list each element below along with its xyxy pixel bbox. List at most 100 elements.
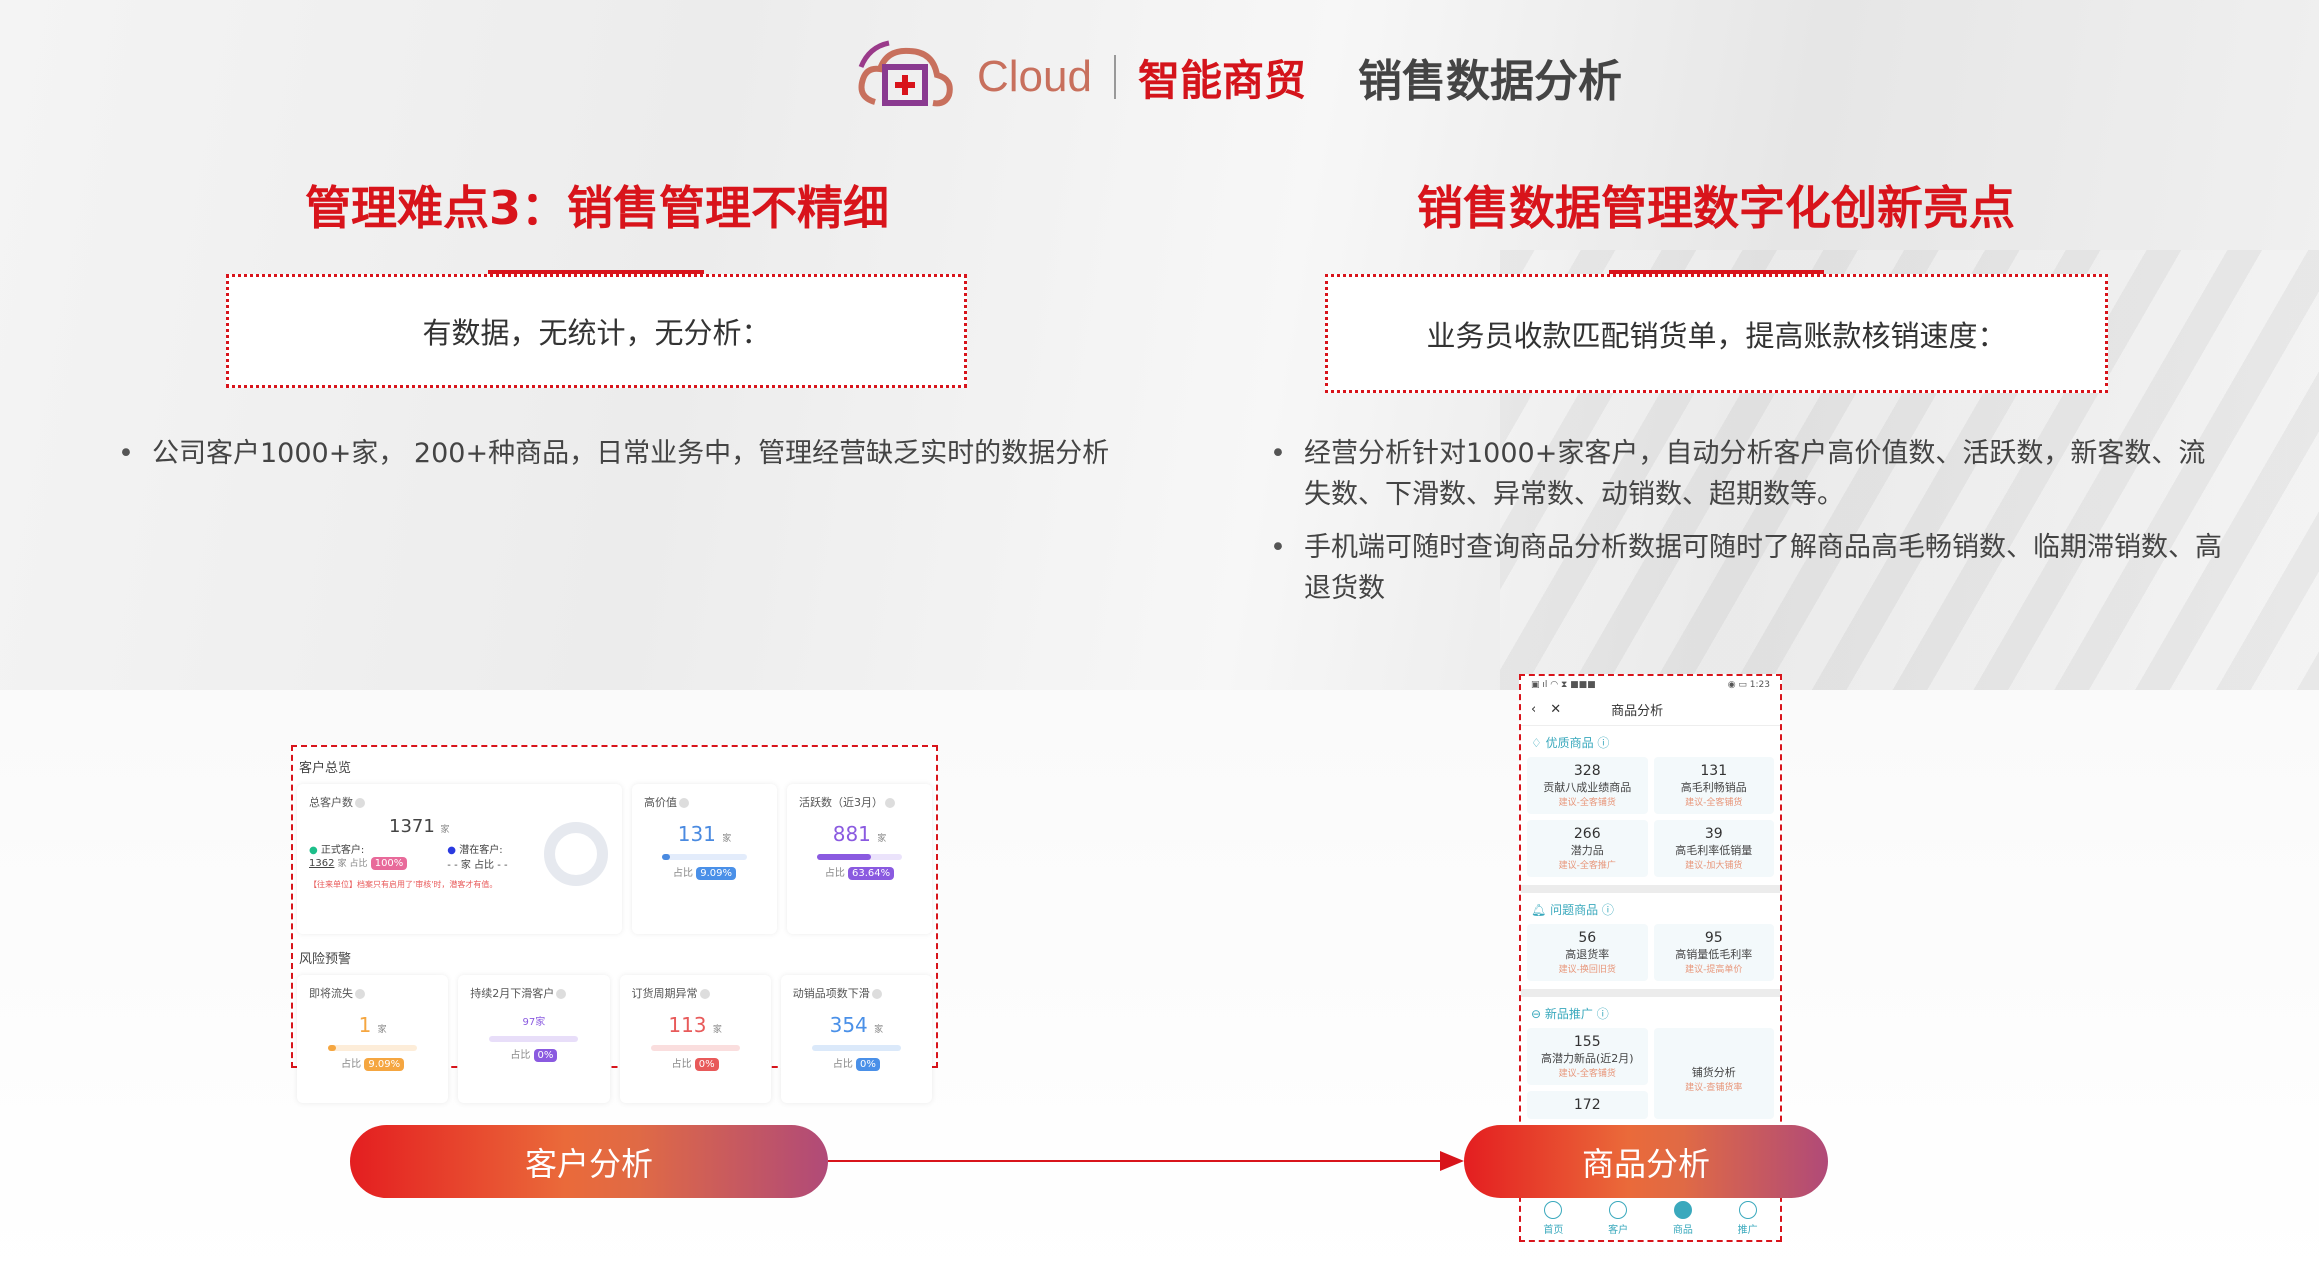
- help-icon[interactable]: ⓘ: [1597, 736, 1610, 750]
- left-box: 有数据，无统计，无分析：: [226, 274, 967, 388]
- metric-value: 131: [1700, 763, 1728, 779]
- card-value: 113: [668, 1013, 707, 1037]
- card-label: 即将流失: [309, 987, 353, 1000]
- card-value: 97家: [522, 1017, 546, 1028]
- progress-bar: [650, 1045, 740, 1051]
- status-bar: ▣ ıl ◠ ⧗ ■■■◉ ▭ 1:23: [1521, 676, 1780, 694]
- metric-tip: 建议-全客推广: [1558, 861, 1616, 871]
- formal-pct: 100%: [370, 857, 408, 870]
- card-value: 1: [358, 1013, 372, 1037]
- help-icon[interactable]: ⓘ: [1596, 1007, 1609, 1021]
- share-icon: [1738, 1201, 1757, 1219]
- ratio-pill: 63.64%: [848, 867, 895, 880]
- customer-analysis-button[interactable]: 客户分析: [350, 1125, 828, 1198]
- help-icon[interactable]: [355, 797, 365, 808]
- left-bullets: 公司客户1000+家， 200+种商品，日常业务中，管理经营缺乏实时的数据分析: [118, 433, 1118, 486]
- back-icon[interactable]: ‹: [1531, 702, 1537, 717]
- metric-value: 266: [1573, 826, 1601, 842]
- card-label: 总客户数: [309, 796, 353, 809]
- progress-bar: [811, 1045, 901, 1051]
- unit: 家: [722, 834, 732, 844]
- close-icon[interactable]: ✕: [1550, 702, 1562, 717]
- arrow-head-icon: [1440, 1151, 1464, 1171]
- right-bullets: 经营分析针对1000+家客户，自动分析客户高价值数、活跃数，新客数、流失数、下滑…: [1270, 433, 2230, 621]
- help-icon[interactable]: [699, 988, 710, 999]
- metric-tip: 建议-查铺货率: [1685, 1083, 1743, 1093]
- metric-tile[interactable]: 131 高毛利畅销品建议-全客铺货: [1653, 757, 1774, 814]
- progress-bar: [662, 854, 747, 860]
- ratio-label: 占比: [671, 1059, 692, 1070]
- metric-tip: 建议-全客铺货: [1685, 798, 1743, 808]
- tab-promote[interactable]: 推广: [1738, 1201, 1758, 1236]
- header: Cloud 智能商贸 销售数据分析: [855, 32, 1622, 122]
- unit: 家: [377, 1025, 387, 1035]
- box-icon: [1673, 1201, 1692, 1219]
- tab-label: 客户: [1608, 1225, 1629, 1236]
- metric-tile[interactable]: 172: [1527, 1091, 1648, 1119]
- tab-home[interactable]: 首页: [1543, 1201, 1563, 1236]
- unit: 家: [440, 825, 450, 835]
- card-value: 881: [832, 822, 871, 846]
- progress-bar: [328, 1045, 418, 1051]
- metric-label: 高毛利率低销量: [1675, 844, 1753, 857]
- battery-icon: ◉ ▭: [1727, 680, 1750, 690]
- bullet-item: 公司客户1000+家， 200+种商品，日常业务中，管理经营缺乏实时的数据分析: [118, 433, 1118, 474]
- section-title: 新品推广: [1544, 1007, 1593, 1021]
- tab-label: 首页: [1543, 1225, 1564, 1236]
- card-value: 131: [677, 822, 716, 846]
- tab-customer[interactable]: 客户: [1608, 1201, 1628, 1236]
- product-analysis-button[interactable]: 商品分析: [1464, 1125, 1828, 1198]
- total-value: 1371: [389, 816, 435, 837]
- right-heading: 销售数据管理数字化创新亮点: [1417, 181, 2015, 235]
- diamond-icon: ♢: [1531, 736, 1546, 750]
- note: 【往来单位】档案只有启用了'审核'时，潜客才有值。: [309, 880, 498, 889]
- tab-product[interactable]: 商品: [1673, 1201, 1693, 1236]
- metric-label: 高退货率: [1565, 948, 1610, 961]
- ratio-label: 占比: [832, 1059, 853, 1070]
- potential-label: 潜在客户:: [459, 845, 503, 856]
- help-icon[interactable]: [885, 797, 895, 808]
- ratio-label: 占比: [673, 868, 694, 879]
- metric-label: 铺货分析: [1691, 1066, 1736, 1079]
- metric-tip: 建议-换回旧货: [1558, 965, 1616, 975]
- help-icon[interactable]: [355, 988, 365, 999]
- card-label: 动销品项数下滑: [792, 987, 870, 1000]
- page-title: 销售数据分析: [1357, 56, 1622, 107]
- progress-bar: [489, 1036, 579, 1042]
- signal-icons: ▣ ıl ◠ ⧗ ■■■: [1531, 680, 1596, 690]
- ratio-pill: 0%: [533, 1049, 558, 1062]
- metric-value: 328: [1573, 763, 1601, 779]
- active-card: 活跃数（近3月） 881 家 占比 63.64%: [787, 784, 932, 934]
- bullet-item: 手机端可随时查询商品分析数据可随时了解商品高毛畅销数、临期滞销数、高退货数: [1270, 527, 2230, 609]
- brand-name: 智能商贸: [1137, 55, 1306, 105]
- customer-overview-panel: 客户总览 总客户数 1371 家 ● 正式客户:1362 家 占比 100% ●…: [291, 745, 938, 1103]
- metric-value: 56: [1578, 930, 1597, 946]
- tab-label: 商品: [1672, 1225, 1693, 1236]
- donut-chart: [544, 822, 608, 886]
- right-box: 业务员收款匹配销货单，提高账款核销速度：: [1325, 274, 2108, 393]
- ratio-pill: 9.09%: [696, 867, 736, 880]
- help-icon[interactable]: [679, 797, 689, 808]
- help-icon[interactable]: [556, 988, 567, 999]
- metric-tile[interactable]: 铺货分析建议-查铺货率: [1653, 1028, 1774, 1119]
- formal-value[interactable]: 1362: [309, 858, 335, 869]
- metric-label: 高毛利畅销品: [1680, 781, 1747, 794]
- ratio-pill: 9.09%: [364, 1058, 405, 1071]
- unit: 家: [874, 1025, 884, 1035]
- section-title: 客户总览: [299, 761, 352, 776]
- progress-bar: [817, 854, 902, 860]
- potential-value: - - 家 占比 - -: [447, 860, 508, 871]
- help-icon[interactable]: ⓘ: [1601, 903, 1614, 917]
- help-icon[interactable]: [871, 988, 882, 999]
- metric-tile[interactable]: 56 高退货率建议-换回旧货: [1527, 924, 1648, 981]
- tab-bar: 首页 客户 商品 推广: [1521, 1196, 1780, 1240]
- metric-value: 95: [1704, 930, 1723, 946]
- metric-label: 贡献八成业绩商品: [1543, 781, 1632, 794]
